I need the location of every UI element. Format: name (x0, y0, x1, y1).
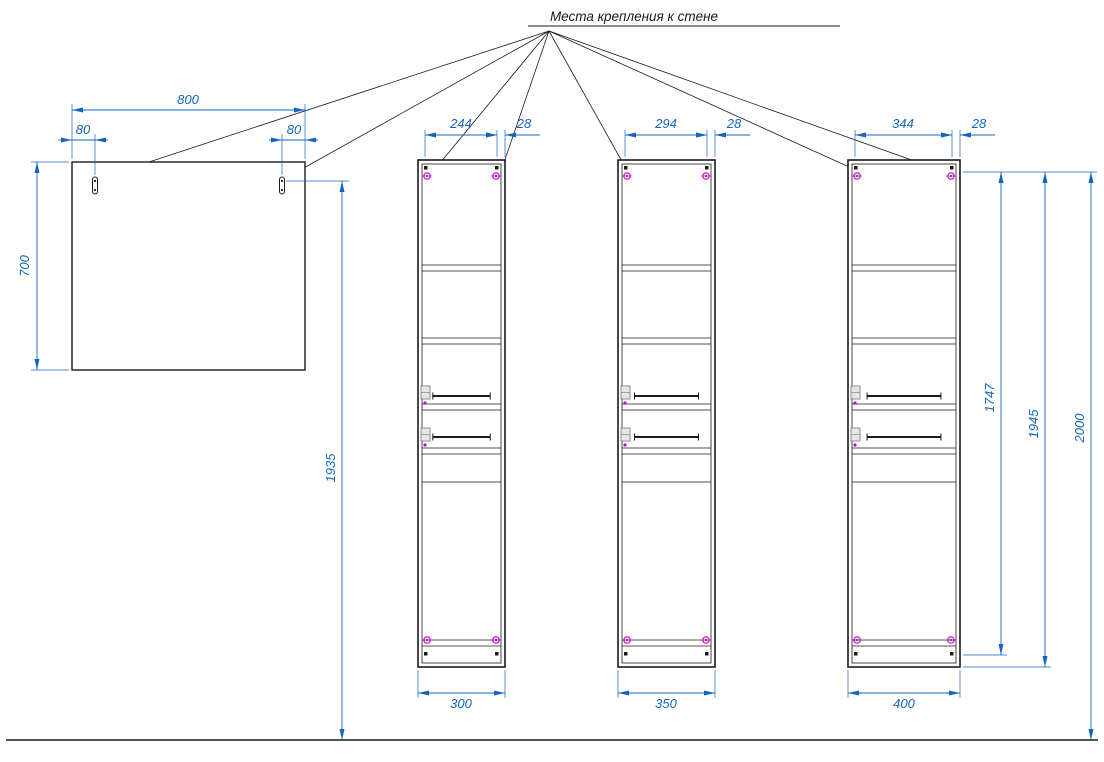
dim-mirror-mount-height: 1935 (323, 453, 338, 483)
mirror-drawing: 800 80 80 700 1935 (17, 92, 349, 740)
dim-height-body: 1945 (1026, 409, 1041, 439)
dim-mirror-offset-left: 80 (76, 122, 91, 137)
height-dimensions: 1747 1945 2000 (963, 171, 1097, 740)
dim-mirror-offset-right: 80 (287, 122, 302, 137)
dim-cab1-gap: 28 (516, 116, 532, 131)
dim-cab3-width: 400 (893, 696, 915, 711)
dim-cab2-gap: 28 (726, 116, 742, 131)
dim-cab3-door-width: 344 (892, 116, 914, 131)
dim-cab3-gap: 28 (971, 116, 987, 131)
cabinet-2-drawing (617, 159, 716, 668)
dim-cab2-width: 350 (655, 696, 677, 711)
cabinet-1-dimensions: 244 28 300 (417, 116, 540, 711)
mirror-right-bracket (279, 176, 285, 195)
cabinet-2-dimensions: 294 28 350 (617, 116, 750, 711)
dim-cab1-door-width: 244 (449, 116, 472, 131)
wall-mount-callout: Места крепления к стене (96, 9, 952, 180)
cabinet-1-drawing (417, 159, 506, 668)
leader-lines (96, 30, 952, 180)
cabinet-3-drawing (847, 159, 961, 668)
cabinet-3-dimensions: 344 28 400 (847, 116, 995, 711)
dim-cab1-width: 300 (450, 696, 472, 711)
mirror-outline (71, 161, 306, 371)
mirror-left-bracket (92, 176, 98, 195)
dim-height-total: 2000 (1072, 413, 1087, 444)
dim-mirror-height: 700 (17, 254, 32, 276)
callout-title: Места крепления к стене (550, 9, 718, 24)
dim-cab2-door-width: 294 (654, 116, 677, 131)
dim-mirror-width: 800 (177, 92, 199, 107)
dim-height-carcass: 1747 (982, 383, 997, 413)
